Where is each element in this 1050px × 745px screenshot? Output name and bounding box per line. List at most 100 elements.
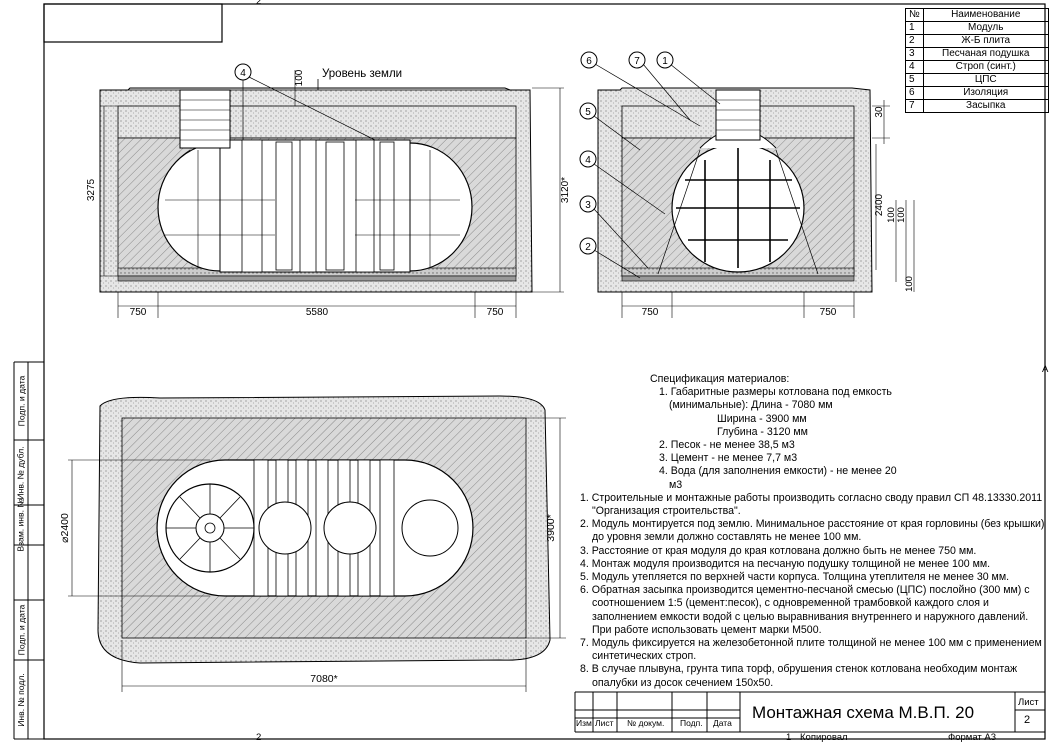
legend-num: 2 bbox=[905, 34, 924, 48]
note-item: 7. Модуль фиксируется на железобетонной … bbox=[580, 637, 1042, 663]
col-izm: Изм. bbox=[576, 718, 595, 728]
materials-list: 1. Габаритные размеры котлована под емко… bbox=[580, 386, 1050, 492]
dim-3120: 3120* bbox=[560, 177, 571, 203]
legend-name: Строп (синт.) bbox=[922, 60, 1049, 74]
legend-name: Песчаная подушка bbox=[922, 47, 1049, 61]
dim-750-right: 750 bbox=[487, 307, 504, 318]
legend-header-num: № bbox=[905, 8, 924, 22]
dim-7080: 7080* bbox=[310, 673, 337, 685]
sheet-frame bbox=[13, 3, 1046, 740]
legend-num: 4 bbox=[905, 60, 924, 74]
callout-4: 4 bbox=[585, 155, 591, 166]
footer-num-mid: 1 bbox=[786, 732, 792, 743]
side-tank bbox=[157, 89, 473, 273]
spec-item: 4. Вода (для заполнения емкости) - не ме… bbox=[659, 465, 897, 478]
side-label-text: Инв. № подл. bbox=[16, 672, 26, 727]
side-stamp-labels: Подп. и дата Инв. № дубл. Взам. инв. № П… bbox=[14, 362, 42, 739]
col-date: Дата bbox=[713, 718, 732, 728]
legend-num: 7 bbox=[905, 99, 924, 113]
legend-name: Засыпка bbox=[922, 99, 1049, 113]
legend-num: 5 bbox=[905, 73, 924, 87]
dim-750-left: 750 bbox=[130, 307, 147, 318]
drawing-title: Монтажная схема М.В.П. 20 bbox=[752, 703, 975, 722]
side-label: Взам. инв. № bbox=[14, 498, 28, 551]
title-block-frame bbox=[574, 691, 1045, 733]
side-label: Подп. и дата bbox=[14, 362, 28, 440]
legend-num: 3 bbox=[905, 47, 924, 61]
specification-notes: Спецификация материалов: 1. Габаритные р… bbox=[580, 373, 1050, 690]
dim-100-side: 100 bbox=[294, 69, 305, 86]
legend-header-name: Наименование bbox=[922, 8, 1049, 22]
side-label: Подп. и дата bbox=[14, 600, 28, 660]
callout-2: 2 bbox=[585, 242, 591, 253]
copied-label: Копировал bbox=[800, 732, 848, 743]
callout-3: 3 bbox=[585, 200, 591, 211]
legend-num: 1 bbox=[905, 21, 924, 35]
side-label-text: Подп. и дата bbox=[16, 604, 26, 656]
spec-item: (минимальные): Длина - 7080 мм bbox=[669, 399, 833, 412]
dim-diameter-2400: ⌀2400 bbox=[59, 513, 71, 543]
col-sign: Подп. bbox=[680, 718, 703, 728]
side-label: Инв. № подл. bbox=[14, 660, 28, 739]
dim-100-b: 100 bbox=[896, 207, 907, 223]
cross-section-view: 6 7 1 5 4 3 2 bbox=[579, 51, 915, 318]
ground-level-label: Уровень земли bbox=[322, 68, 402, 80]
dim-100-a: 100 bbox=[886, 207, 897, 223]
note-item: 8. В случае плывуна, грунта типа торф, о… bbox=[580, 663, 1018, 689]
note-item: 1. Строительные и монтажные работы произ… bbox=[580, 491, 1043, 518]
callout-7: 7 bbox=[634, 56, 640, 67]
col-doc: № докум. bbox=[627, 718, 665, 728]
legend-name: Модуль bbox=[922, 21, 1049, 35]
callout-1: 1 bbox=[662, 56, 668, 67]
sheet-number: 2 bbox=[1024, 714, 1031, 726]
callout-6: 6 bbox=[586, 56, 592, 67]
note-item: 4. Монтаж модуля производится на песчану… bbox=[580, 557, 991, 570]
legend-num: 6 bbox=[905, 86, 924, 100]
spec-item: Глубина - 3120 мм bbox=[717, 425, 808, 438]
side-label-text: Взам. инв. № bbox=[16, 498, 26, 552]
plan-view: ⌀2400 3900* 7080* bbox=[59, 395, 566, 692]
spec-item: 1. Габаритные размеры котлована под емко… bbox=[659, 386, 892, 399]
dim-5580: 5580 bbox=[306, 307, 329, 318]
side-label-text: Подп. и дата bbox=[16, 375, 26, 427]
side-label: Инв. № дубл. bbox=[14, 440, 28, 505]
plan-tank bbox=[156, 459, 474, 597]
spec-item: м3 bbox=[669, 478, 683, 491]
spec-item: 2. Песок - не менее 38,5 м3 bbox=[659, 439, 795, 452]
dim-2400-section: 2400 bbox=[874, 193, 885, 216]
side-view: Уровень земли 4 3275 3120* 100 750 5580 … bbox=[86, 63, 571, 318]
spec-title: Спецификация материалов: bbox=[650, 373, 790, 385]
spec-item: 3. Цемент - не менее 7,7 м3 bbox=[659, 452, 798, 465]
footer-num-top: 2 bbox=[256, 0, 262, 7]
note-item: 5. Модуль утепляется по верхней части ко… bbox=[580, 571, 1010, 584]
legend-name: Ж-Б плита bbox=[922, 34, 1049, 48]
callout-5: 5 bbox=[585, 107, 591, 118]
dim-3275: 3275 bbox=[86, 178, 97, 201]
dim-30: 30 bbox=[874, 106, 885, 118]
note-item: 6. Обратная засыпка производится цементн… bbox=[580, 584, 1030, 636]
side-callout-4-label: 4 bbox=[240, 68, 246, 79]
sheet-label: Лист bbox=[1018, 697, 1039, 708]
note-item: 2. Модуль монтируется под землю. Минимал… bbox=[580, 518, 1045, 544]
format-label: Формат А3 bbox=[948, 732, 997, 743]
note-item: 3. Расстояние от края модуля до края кот… bbox=[580, 544, 977, 557]
zone-letter-a: A bbox=[1042, 364, 1049, 375]
legend-name: ЦПС bbox=[922, 73, 1049, 87]
dim-100-c: 100 bbox=[904, 276, 915, 292]
legend-name: Изоляция bbox=[922, 86, 1049, 100]
legend-header: № Наименование bbox=[905, 8, 1049, 22]
section-dim-750-left: 750 bbox=[642, 307, 659, 318]
dim-3900: 3900* bbox=[545, 514, 557, 541]
section-callouts: 6 7 1 5 4 3 2 bbox=[579, 51, 674, 255]
footer-num-left: 2 bbox=[256, 732, 262, 743]
side-label-text: Инв. № дубл. bbox=[16, 445, 26, 500]
